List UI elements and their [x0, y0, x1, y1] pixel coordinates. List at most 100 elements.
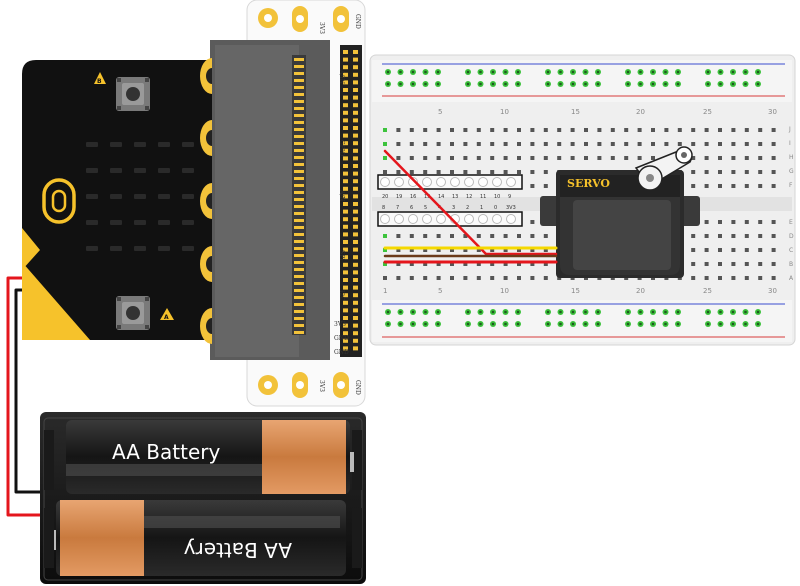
breadboard-hole	[530, 262, 535, 266]
breadboard-hole	[543, 156, 548, 160]
rail-hole-pin	[571, 70, 575, 74]
breadboard-hole	[383, 128, 387, 132]
rail-hole-pin	[571, 310, 575, 314]
breadboard-hole	[704, 128, 709, 132]
col-number-20-bottom: 20	[636, 287, 645, 295]
breadboard-hole	[718, 170, 722, 174]
edge-pin	[294, 261, 304, 264]
header-pin	[343, 88, 348, 92]
edge-pin	[294, 184, 304, 187]
rail-hole-pin	[466, 322, 470, 326]
header-pin	[353, 293, 358, 298]
header-pin	[353, 262, 358, 267]
header-pin	[353, 141, 358, 146]
breadboard-hole	[476, 234, 481, 238]
header-hole	[478, 177, 488, 187]
pin-label: 1	[480, 205, 483, 211]
rail-hole-pin	[516, 310, 520, 314]
edge-pin	[294, 170, 304, 173]
rail-hole-pin	[516, 70, 520, 74]
breadboard-hole	[584, 128, 588, 132]
rail-hole-pin	[546, 322, 550, 326]
header-pin	[343, 156, 348, 161]
led	[134, 142, 146, 147]
breadboard-hole	[758, 234, 763, 238]
rail-hole-pin	[596, 82, 600, 86]
breadboard-hole	[476, 156, 481, 160]
breadboard-hole	[731, 248, 736, 252]
breadboard-hole	[436, 276, 441, 280]
servo-motor: SERVO	[540, 146, 700, 278]
breadboard-hole	[423, 170, 428, 174]
col-number-30-bottom: 30	[768, 287, 777, 295]
breadboard-hole	[436, 234, 441, 238]
button-a[interactable]	[116, 296, 150, 330]
breadboard-hole	[557, 142, 562, 146]
led	[86, 194, 98, 199]
breadboard-hole	[691, 234, 696, 238]
header-pin	[353, 179, 358, 184]
header-pin	[343, 202, 348, 206]
breadboard-hole	[503, 234, 508, 238]
header-pin	[353, 110, 358, 115]
breadboard-hole	[490, 234, 495, 238]
header-pin	[343, 316, 348, 320]
breadboard-hole	[396, 142, 401, 146]
header-pin	[343, 164, 348, 168]
breadboard-hole	[383, 142, 387, 146]
pin-label: 2	[466, 205, 469, 211]
group-label-spi: SPI	[338, 250, 345, 261]
breadboard-hole	[718, 276, 722, 280]
pin-label: 15	[424, 194, 430, 200]
side-label-gnd: GND	[334, 335, 349, 342]
edge-pin	[294, 282, 304, 285]
breadboard-hole	[490, 128, 495, 132]
header-pin	[343, 50, 348, 54]
breadboard-hole	[744, 142, 749, 146]
col-number-1-bottom: 1	[383, 287, 387, 295]
edge-pin	[294, 79, 304, 82]
button-b[interactable]	[116, 77, 150, 111]
rail-hole-pin	[504, 310, 507, 314]
edge-pin	[294, 310, 304, 313]
breadboard-hole	[463, 156, 468, 160]
col-number-25-bottom: 25	[703, 287, 712, 295]
battery-aa-bottom	[56, 500, 346, 576]
pin-label: 10	[494, 194, 500, 200]
header-pin	[343, 240, 348, 244]
rail-hole-pin	[664, 82, 667, 86]
breadboard-hole	[744, 262, 749, 266]
rail-hole-pin	[436, 82, 440, 86]
breadboard-hole	[771, 248, 776, 252]
rail-hole-pin	[436, 322, 440, 326]
led	[110, 142, 122, 147]
breadboard-hole	[450, 248, 454, 252]
side-label-3v3: 3V3	[334, 321, 346, 328]
row-letter: F	[789, 182, 793, 189]
breadboard-hole	[517, 248, 521, 252]
edge-pin	[294, 72, 304, 75]
breadboard-hole	[463, 128, 468, 132]
breadboard-hole	[503, 156, 508, 160]
breadboard-hole	[476, 128, 481, 132]
breadboard-hole	[450, 262, 454, 266]
breadboard-hole	[744, 276, 749, 280]
rail-hole-pin	[626, 70, 630, 74]
pin-label: 7	[396, 205, 399, 211]
rail-hole-pin	[706, 70, 710, 74]
rail-hole-pin	[399, 70, 402, 74]
breadboard-hole	[718, 220, 722, 224]
breadboard-hole	[731, 128, 736, 132]
breadboard-hole	[396, 234, 401, 238]
header-pin	[343, 293, 348, 298]
header-pin	[343, 209, 348, 214]
breadboard-hole	[463, 276, 468, 280]
row-letter: I	[789, 140, 791, 147]
breadboard-hole	[677, 142, 682, 146]
rail-hole-pin	[664, 322, 667, 326]
header-pin	[353, 118, 358, 123]
breadboard-hole	[503, 276, 508, 280]
breadboard-hole	[718, 184, 722, 188]
row-letter: D	[789, 233, 794, 240]
row-letter: H	[789, 154, 794, 161]
